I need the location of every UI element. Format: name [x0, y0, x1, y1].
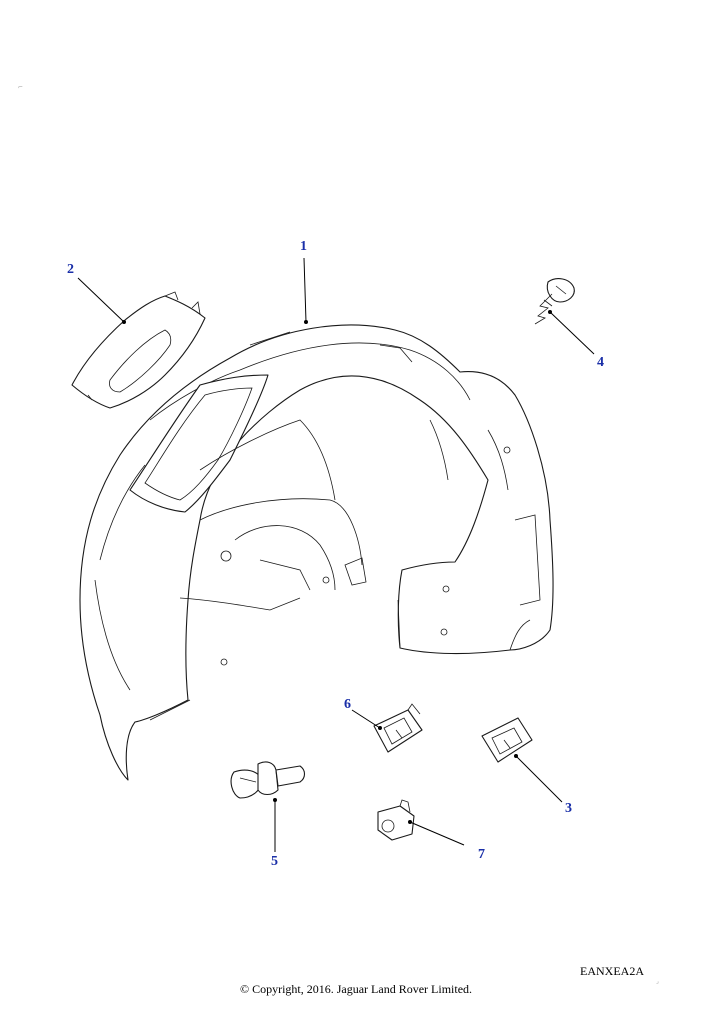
push-rivet[interactable]	[230, 761, 306, 799]
callout-2[interactable]: 2	[67, 262, 74, 277]
callout-5[interactable]: 5	[271, 854, 278, 869]
leader-lines	[77, 257, 595, 852]
callout-4[interactable]: 4	[597, 355, 604, 370]
wheel-arch-liner[interactable]	[79, 324, 554, 781]
screw[interactable]	[534, 278, 575, 325]
clip-nut-3[interactable]	[481, 717, 533, 763]
callout-1[interactable]: 1	[300, 239, 307, 254]
reference-code: EANXEA2A	[580, 964, 644, 978]
callout-6[interactable]: 6	[344, 697, 351, 712]
callout-7[interactable]: 7	[478, 847, 485, 862]
clip-nut-6[interactable]	[373, 703, 423, 753]
copyright-notice: © Copyright, 2016. Jaguar Land Rover Lim…	[239, 982, 473, 996]
corner-mark-bottom-right: ⌟	[656, 978, 659, 985]
corner-mark-top-left: ⌐	[18, 84, 24, 91]
grommet[interactable]	[377, 799, 415, 841]
callout-3[interactable]: 3	[565, 801, 572, 816]
